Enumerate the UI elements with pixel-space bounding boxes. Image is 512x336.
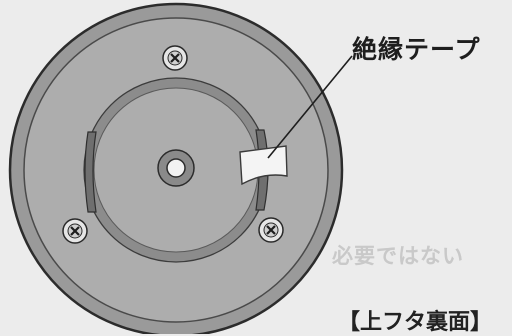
screw-top-icon — [162, 45, 188, 71]
center-hub-inner — [166, 158, 186, 178]
figure-caption: 【上フタ裏面】 — [338, 310, 493, 335]
insulating-tape — [239, 145, 288, 186]
bleed-through-text: 必要ではない — [332, 244, 464, 268]
callout-leader-line — [267, 55, 353, 159]
left-contact-bracket — [84, 131, 97, 213]
screw-bottom-left-icon — [62, 218, 88, 244]
insulating-tape-label: 絶縁テープ — [352, 35, 481, 64]
screw-bottom-right-icon — [258, 217, 284, 243]
